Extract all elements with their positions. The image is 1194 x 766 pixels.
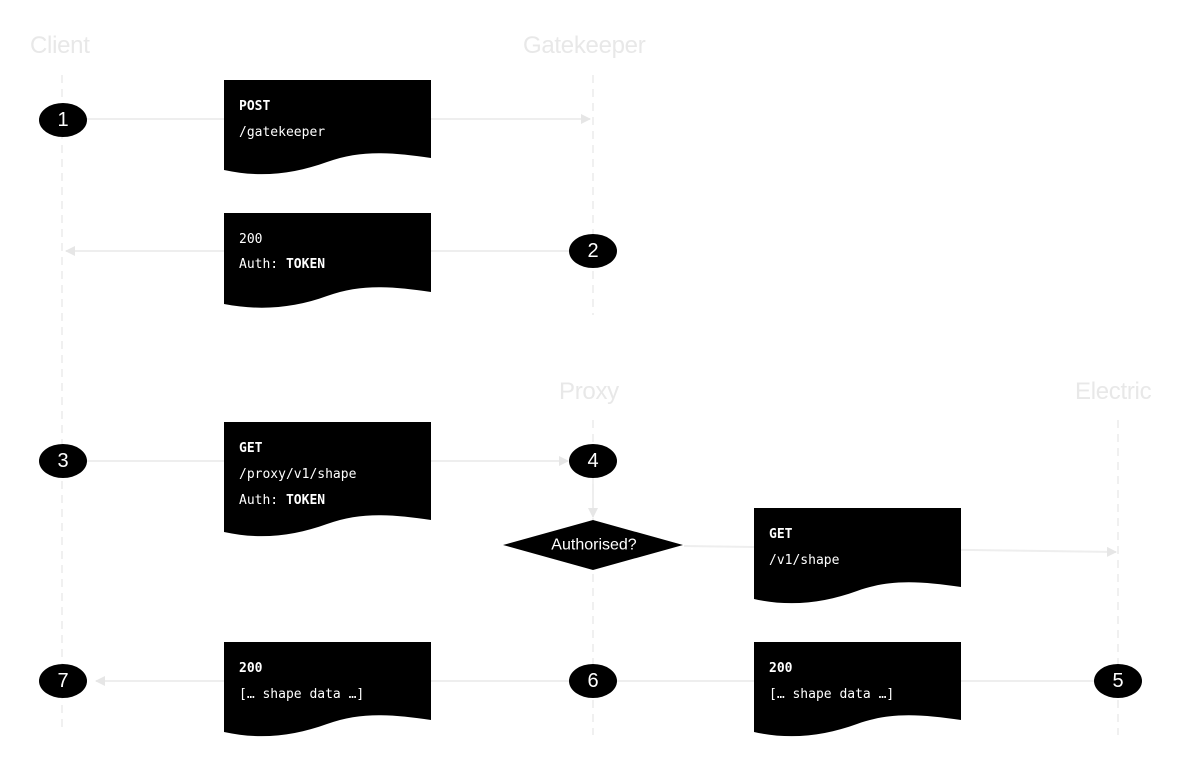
message-path: /v1/shape [769, 553, 840, 568]
message-get-proxy: GET /proxy/v1/shape Auth: TOKEN [224, 422, 431, 537]
message-method: GET [769, 527, 793, 542]
message-shape [754, 642, 961, 737]
message-body: [… shape data …] [239, 687, 364, 702]
decision-authorised: Authorised? [503, 520, 683, 570]
auth-label: Auth: [239, 257, 286, 272]
step-number: 6 [587, 670, 598, 692]
message-auth-header: Auth: TOKEN [239, 257, 325, 272]
message-status: 200 [239, 232, 262, 247]
message-shape [224, 422, 431, 537]
step-number: 2 [587, 240, 598, 262]
message-path: /gatekeeper [239, 125, 325, 140]
message-auth-header: Auth: TOKEN [239, 493, 325, 508]
message-post-gatekeeper: POST /gatekeeper [224, 80, 431, 175]
message-path: /proxy/v1/shape [239, 467, 357, 482]
auth-token: TOKEN [286, 493, 325, 508]
lane-label-electric: Electric [1075, 378, 1152, 405]
step-badge-2: 2 [569, 234, 617, 268]
step-badge-7: 7 [39, 664, 87, 698]
decision-shape [503, 520, 683, 570]
step-badge-5: 5 [1094, 664, 1142, 698]
lane-label-client: Client [30, 32, 90, 59]
message-shape [224, 642, 431, 737]
lane-label-proxy: Proxy [559, 378, 619, 405]
message-status: 200 [769, 661, 793, 676]
message-method: POST [239, 99, 270, 114]
step-number: 4 [587, 450, 598, 472]
message-token-response: 200 Auth: TOKEN [224, 213, 431, 308]
message-status: 200 [239, 661, 263, 676]
auth-token: TOKEN [286, 257, 325, 272]
step-number: 3 [57, 450, 68, 472]
step-number: 7 [57, 670, 68, 692]
message-shape [224, 80, 431, 175]
message-method: GET [239, 441, 263, 456]
step-number: 1 [57, 109, 68, 131]
step-badge-4: 4 [569, 444, 617, 478]
message-body: [… shape data …] [769, 687, 894, 702]
lane-label-gatekeeper: Gatekeeper [523, 32, 646, 59]
message-get-electric: GET /v1/shape [754, 508, 961, 604]
message-proxy-response: 200 [… shape data …] [224, 642, 431, 737]
step-number: 5 [1112, 670, 1123, 692]
step-badge-3: 3 [39, 444, 87, 478]
decision-label: Authorised? [551, 537, 636, 554]
step-badge-6: 6 [569, 664, 617, 698]
auth-label: Auth: [239, 493, 286, 508]
message-electric-response: 200 [… shape data …] [754, 642, 961, 737]
message-shape [224, 213, 431, 308]
message-shape [754, 508, 961, 604]
step-badge-1: 1 [39, 103, 87, 137]
